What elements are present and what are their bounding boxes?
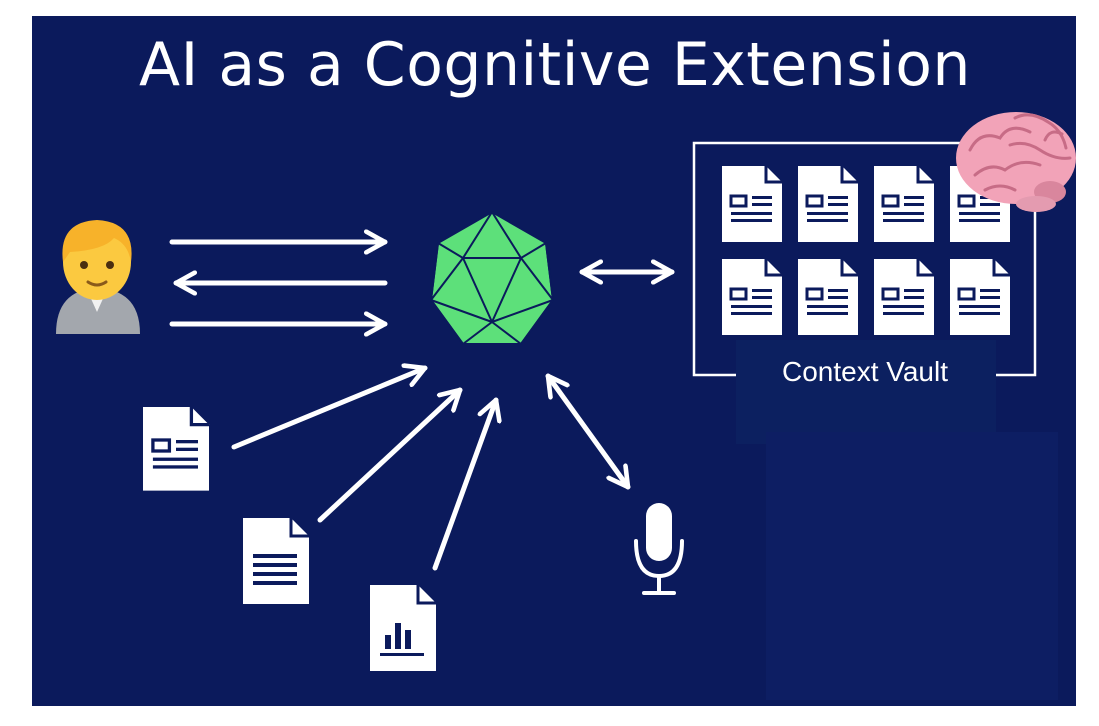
vault-document-icon — [720, 164, 784, 244]
vault-document-icon — [720, 257, 784, 337]
arrow-text-document-to-ai — [317, 387, 463, 523]
vault-document-icon — [948, 257, 1012, 337]
vault-document-icon — [796, 164, 860, 244]
vault-document-icon — [796, 257, 860, 337]
document-icon — [141, 405, 211, 493]
vault-document-icon — [872, 164, 936, 244]
slide-title: AI as a Cognitive Extension — [139, 30, 971, 100]
person-icon — [56, 220, 140, 334]
vault-label-panel — [736, 340, 996, 444]
context-vault-label: Context Vault — [781, 356, 949, 387]
context-vault — [692, 141, 1037, 377]
microphone-icon — [634, 503, 684, 595]
chart-document-icon — [368, 583, 438, 673]
arrow-ai-microphone — [545, 373, 631, 490]
arrow-chart-document-to-ai — [432, 397, 496, 571]
overlay-panel — [766, 432, 1058, 700]
vault-document-icon — [872, 257, 936, 337]
arrow-document-to-ai — [231, 368, 428, 450]
ai-icosahedron-icon — [430, 211, 554, 345]
text-document-icon — [241, 516, 311, 606]
brain-icon — [956, 112, 1076, 212]
